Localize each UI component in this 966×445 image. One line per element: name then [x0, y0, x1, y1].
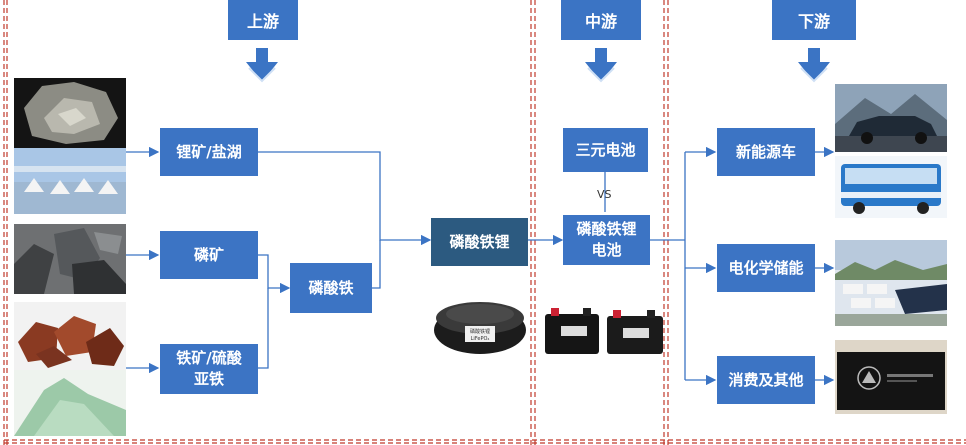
- nev-box: 新能源车: [717, 128, 815, 176]
- upstream-tab: 上游: [228, 0, 298, 40]
- electric-car-image: [835, 84, 947, 152]
- phosphate-ore-box: 磷矿: [160, 231, 258, 279]
- downstream-tab: 下游: [772, 0, 856, 40]
- lfp-powder-bowl-image: 磷酸铁锂 LiFePO₄: [434, 302, 526, 354]
- energy-storage-station-image: [835, 240, 947, 326]
- iron-ore-box: 铁矿/硫酸 亚铁: [160, 344, 258, 394]
- lfp-battery-box: 磷酸铁锂 电池: [563, 215, 650, 265]
- consumer-device-image: [835, 340, 947, 414]
- upstream-down-arrow-icon: [246, 48, 278, 83]
- midstream-down-arrow-icon: [585, 48, 617, 83]
- iron-ore-image: [14, 302, 126, 370]
- ferrous-sulfate-image: [14, 370, 126, 436]
- battery-packs-image: [545, 308, 663, 354]
- lfp-box: 磷酸铁锂: [431, 218, 528, 266]
- phosphate-ore-image: [14, 224, 126, 294]
- downstream-down-arrow-icon: [798, 48, 830, 83]
- iron-phosphate-box: 磷酸铁: [290, 263, 372, 313]
- lfp-powder-label-line1: 磷酸铁锂: [470, 328, 490, 335]
- lithium-ore-rock-image: [14, 78, 126, 148]
- energy-storage-box: 电化学储能: [717, 244, 815, 292]
- vs-label: VS: [597, 188, 612, 201]
- salt-lake-image: [14, 148, 126, 214]
- midstream-tab: 中游: [561, 0, 641, 40]
- electric-bus-image: [835, 156, 947, 218]
- consumer-box: 消费及其他: [717, 356, 815, 404]
- lfp-powder-label-line2: LiFePO₄: [471, 336, 490, 342]
- ternary-battery-box: 三元电池: [563, 128, 648, 172]
- lithium-ore-box: 锂矿/盐湖: [160, 128, 258, 176]
